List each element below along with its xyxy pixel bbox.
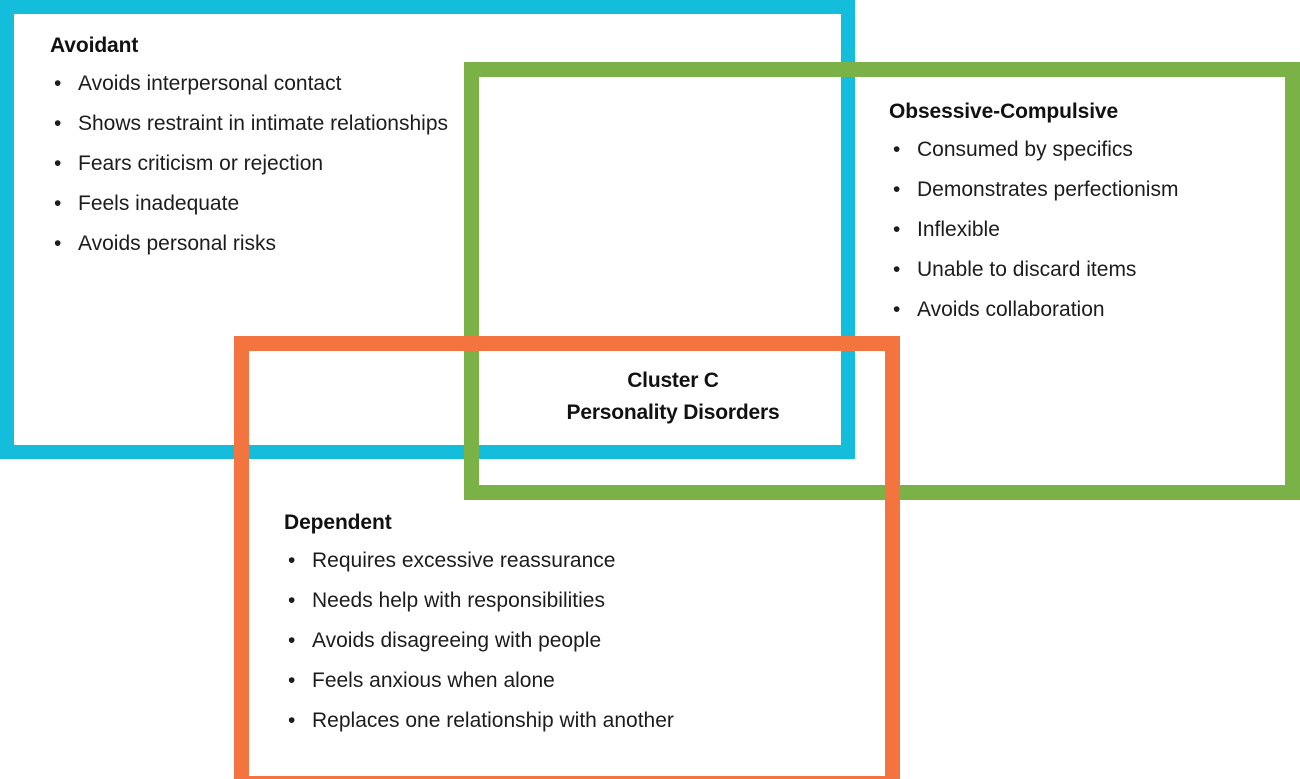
list-item: • Avoids disagreeing with people <box>284 621 844 661</box>
list-item: • Replaces one relationship with another <box>284 701 844 741</box>
list-item-label: Consumed by specifics <box>917 138 1133 162</box>
list-item: • Demonstrates perfectionism <box>889 170 1289 210</box>
bullet-icon: • <box>54 192 62 216</box>
obsessive-compulsive-heading: Obsessive-Compulsive <box>889 100 1119 123</box>
list-item-label: Avoids collaboration <box>917 298 1105 322</box>
obsessive-compulsive-group: Obsessive-Compulsive • Consumed by speci… <box>889 100 1289 330</box>
list-item-label: Fears criticism or rejection <box>78 152 324 176</box>
obsessive-compulsive-list: • Consumed by specifics • Demonstrates p… <box>889 130 1289 330</box>
dependent-group: Dependent • Requires excessive reassuran… <box>284 511 844 741</box>
bullet-icon: • <box>54 232 62 256</box>
list-item-label: Avoids interpersonal contact <box>78 72 342 96</box>
list-item: • Avoids collaboration <box>889 290 1289 330</box>
bullet-icon: • <box>288 629 296 653</box>
bullet-icon: • <box>893 178 901 202</box>
list-item: • Feels anxious when alone <box>284 661 844 701</box>
center-title: Cluster C Personality Disorders <box>478 365 868 429</box>
bullet-icon: • <box>54 112 62 136</box>
list-item-label: Feels anxious when alone <box>312 669 555 693</box>
bullet-icon: • <box>893 218 901 242</box>
list-item-label: Replaces one relationship with another <box>312 709 674 733</box>
dependent-list: • Requires excessive reassurance • Needs… <box>284 541 844 741</box>
bullet-icon: • <box>54 152 62 176</box>
list-item-label: Avoids personal risks <box>78 232 277 256</box>
dependent-heading: Dependent <box>284 511 392 534</box>
avoidant-heading: Avoidant <box>50 34 139 57</box>
list-item-label: Feels inadequate <box>78 192 240 216</box>
bullet-icon: • <box>893 138 901 162</box>
obsessive-compulsive-rectangle <box>464 62 1300 500</box>
bullet-icon: • <box>288 549 296 573</box>
list-item-label: Shows restraint in intimate relationship… <box>78 112 449 136</box>
bullet-icon: • <box>288 669 296 693</box>
list-item: • Needs help with responsibilities <box>284 581 844 621</box>
avoidant-list: • Avoids interpersonal contact • Shows r… <box>50 64 450 264</box>
bullet-icon: • <box>54 72 62 96</box>
list-item: • Unable to discard items <box>889 250 1289 290</box>
list-item-label: Avoids disagreeing with people <box>312 629 602 653</box>
bullet-icon: • <box>288 589 296 613</box>
list-item-label: Requires excessive reassurance <box>312 549 616 573</box>
center-title-line-2: Personality Disorders <box>566 401 780 424</box>
list-item: • Feels inadequate <box>50 184 450 224</box>
list-item-label: Needs help with responsibilities <box>312 589 605 613</box>
avoidant-group: Avoidant • Avoids interpersonal contact … <box>50 34 450 264</box>
bullet-icon: • <box>893 298 901 322</box>
list-item: • Shows restraint in intimate relationsh… <box>50 104 450 144</box>
list-item: • Avoids interpersonal contact <box>50 64 450 104</box>
list-item-label: Inflexible <box>917 218 1000 242</box>
list-item: • Requires excessive reassurance <box>284 541 844 581</box>
list-item: • Avoids personal risks <box>50 224 450 264</box>
list-item-label: Unable to discard items <box>917 258 1137 282</box>
bullet-icon: • <box>288 709 296 733</box>
list-item: • Fears criticism or rejection <box>50 144 450 184</box>
dependent-rectangle <box>234 336 900 779</box>
list-item: • Consumed by specifics <box>889 130 1289 170</box>
list-item: • Inflexible <box>889 210 1289 250</box>
center-title-line-1: Cluster C <box>627 369 719 392</box>
list-item-label: Demonstrates perfectionism <box>917 178 1179 202</box>
bullet-icon: • <box>893 258 901 282</box>
